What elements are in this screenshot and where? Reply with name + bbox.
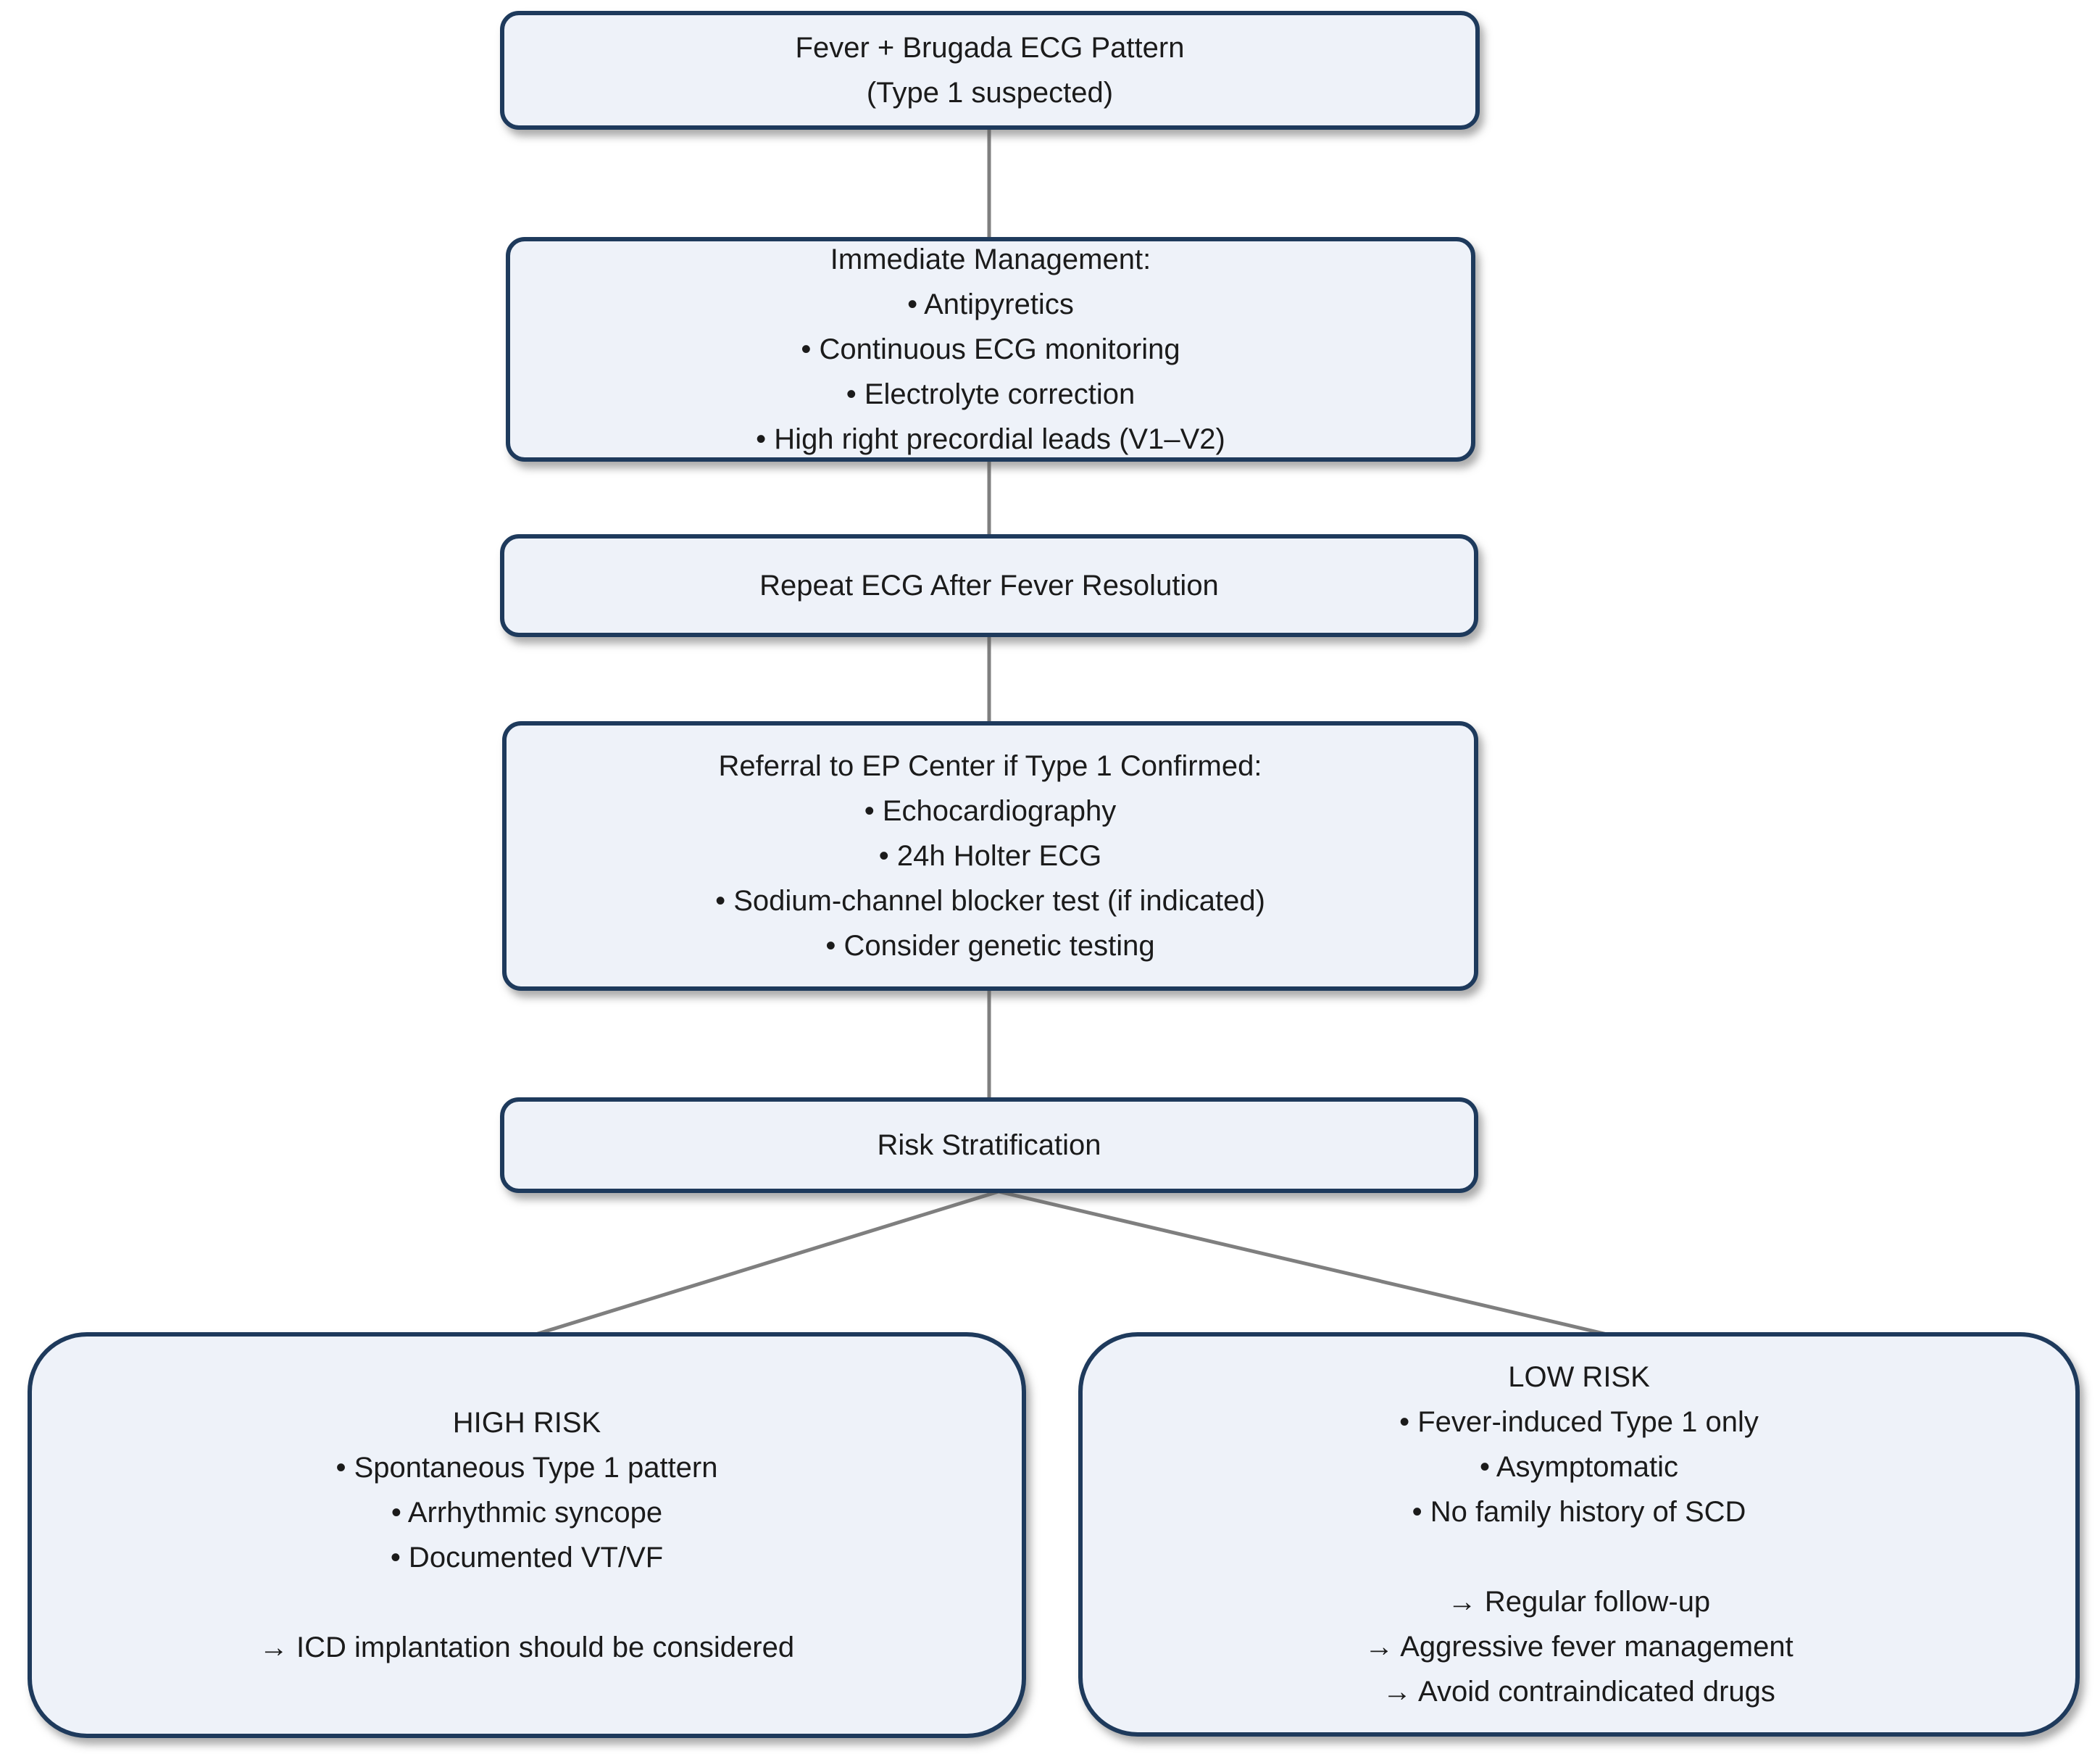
- node-risk-stratification: Risk Stratification: [500, 1097, 1478, 1193]
- node-referral-ep-center: Referral to EP Center if Type 1 Confirme…: [502, 721, 1478, 991]
- node-line: → Regular follow-up: [1447, 1586, 1711, 1618]
- node-line: Repeat ECG After Fever Resolution: [759, 570, 1219, 602]
- node-fever-brugada-ecg: Fever + Brugada ECG Pattern (Type 1 susp…: [500, 11, 1480, 130]
- node-low-risk: LOW RISK • Fever-induced Type 1 only • A…: [1078, 1332, 2080, 1737]
- node-line: Immediate Management:: [830, 244, 1151, 275]
- node-immediate-management: Immediate Management: • Antipyretics • C…: [506, 237, 1475, 462]
- node-line: • No family history of SCD: [1412, 1496, 1746, 1528]
- node-line: • Continuous ECG monitoring: [801, 333, 1180, 365]
- node-line: → ICD implantation should be considered: [259, 1632, 795, 1663]
- node-line: Risk Stratification: [877, 1129, 1101, 1161]
- node-line: • Echocardiography: [864, 795, 1117, 827]
- node-line: • Asymptomatic: [1479, 1451, 1679, 1483]
- node-line: → Avoid contraindicated drugs: [1383, 1676, 1775, 1708]
- node-repeat-ecg: Repeat ECG After Fever Resolution: [500, 534, 1478, 637]
- node-line: • Arrhythmic syncope: [391, 1497, 663, 1529]
- node-line: LOW RISK: [1508, 1361, 1650, 1393]
- node-line: • Documented VT/VF: [390, 1542, 664, 1574]
- node-line: Referral to EP Center if Type 1 Confirme…: [718, 750, 1262, 782]
- node-high-risk: HIGH RISK • Spontaneous Type 1 pattern •…: [28, 1332, 1026, 1738]
- connector-risk-to-low-risk: [998, 1189, 1611, 1337]
- node-line: → Aggressive fever management: [1364, 1631, 1793, 1663]
- node-line: • 24h Holter ECG: [878, 840, 1102, 872]
- node-line: • Electrolyte correction: [846, 378, 1136, 410]
- connector-risk-to-high-risk: [533, 1189, 999, 1337]
- node-line: • Antipyretics: [907, 288, 1074, 320]
- node-line: • Sodium-channel blocker test (if indica…: [715, 885, 1265, 917]
- node-line: HIGH RISK: [452, 1407, 601, 1439]
- node-line: • High right precordial leads (V1–V2): [756, 423, 1225, 455]
- node-line: • Spontaneous Type 1 pattern: [336, 1452, 718, 1484]
- node-line: • Fever-induced Type 1 only: [1399, 1406, 1759, 1438]
- node-line: (Type 1 suspected): [866, 77, 1114, 109]
- node-line: • Consider genetic testing: [825, 930, 1155, 962]
- node-line: Fever + Brugada ECG Pattern: [795, 32, 1185, 64]
